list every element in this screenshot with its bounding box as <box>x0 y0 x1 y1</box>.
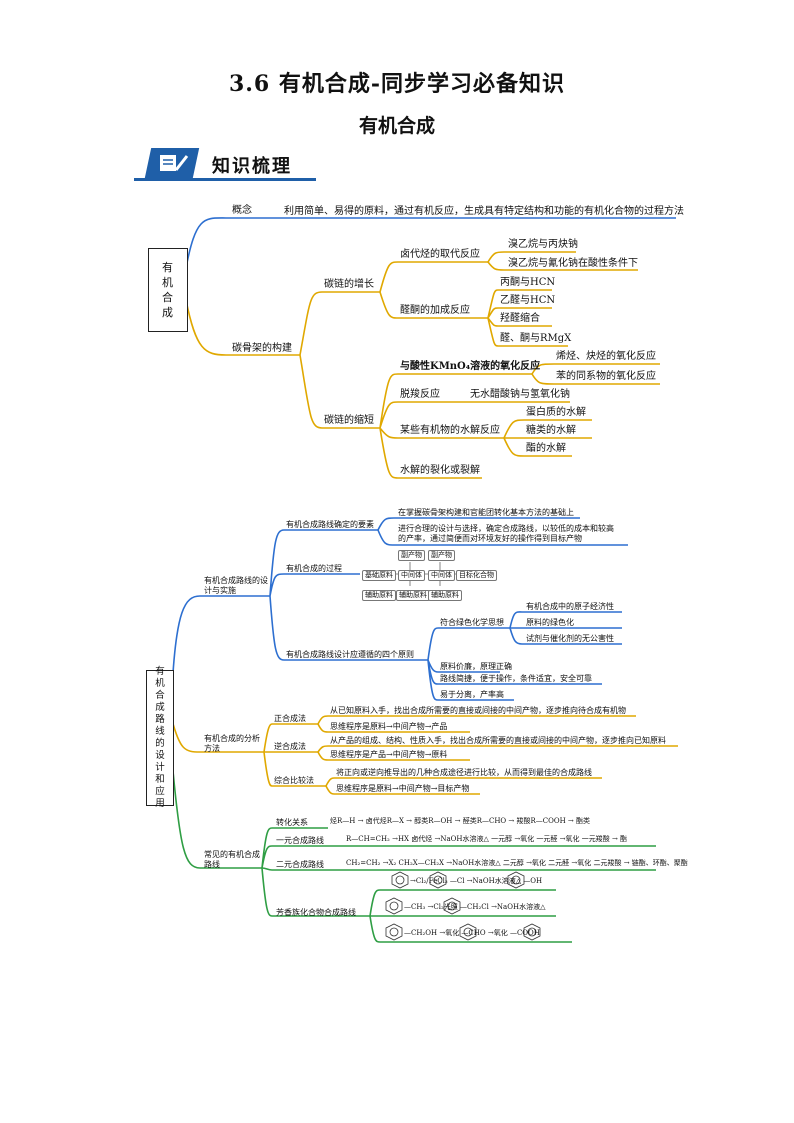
reverse-leaf-2: 思维程序是产品→中间产物→原料 <box>330 750 448 759</box>
benzene-icon <box>385 923 403 941</box>
pencil-icon <box>160 155 189 171</box>
flow-byproduct-2: 副产物 <box>428 550 455 561</box>
decarb-node: 脱羧反应 <box>400 389 440 400</box>
arom-eq-2: —CH₃ →Cl₂光照 —CH₂Cl →NaOH水溶液△ <box>404 903 546 911</box>
forward-leaf-1: 从已知原料入手，找出合成所需要的直接或间接的中间产物，逐步推向待合成有机物 <box>330 706 626 715</box>
routes-node: 常见的有机合成路线 <box>204 850 260 869</box>
benzene-icon <box>391 871 409 889</box>
flow-base: 基础原料 <box>362 570 396 581</box>
flow-mid-1: 中间体 <box>398 570 425 581</box>
reverse-node: 逆合成法 <box>274 742 306 751</box>
analysis-node: 有机合成的分析方法 <box>204 734 260 753</box>
arom-node: 芳香族化合物合成路线 <box>276 908 356 917</box>
map2-root: 有机合成路线的设计和应用 <box>146 666 174 809</box>
arom-eq-1: →Cl₂/FeCl₃ —Cl →NaOH水溶液△ —OH <box>410 877 543 885</box>
ald-leaf-1: 丙酮与HCN <box>500 277 556 288</box>
halo-node: 卤代烃的取代反应 <box>400 249 480 260</box>
section-title: 知识梳理 <box>212 156 292 177</box>
ald-node: 醛酮的加成反应 <box>400 305 470 316</box>
section-divider <box>134 178 316 181</box>
benzene-icon <box>443 897 461 915</box>
flow-mid-2: 中间体 <box>428 570 455 581</box>
green-leaf-3: 试剂与催化剂的无公害性 <box>526 634 614 643</box>
benzene-icon <box>523 923 541 941</box>
design-node: 有机合成路线的设计与实施 <box>204 576 268 595</box>
principle-3: 路线简捷，便于操作，条件适宜，安全可靠 <box>440 674 592 683</box>
crack-node: 水解的裂化或裂解 <box>400 465 480 476</box>
grow-node: 碳链的增长 <box>324 279 374 290</box>
section-banner: 知识梳理 <box>134 148 316 182</box>
hydro-leaf-1: 蛋白质的水解 <box>526 407 586 418</box>
short-node: 碳链的缩短 <box>324 415 374 426</box>
kmno4-node: 与酸性KMnO₄溶液的氧化反应 <box>400 361 541 372</box>
benzene-icon <box>429 871 447 889</box>
page-subtitle: 有机合成 <box>358 115 435 137</box>
green-leaf-1: 有机合成中的原子经济性 <box>526 602 614 611</box>
factors-leaf-2a: 进行合理的设计与选择，确定合成路线，以较低的成本和较高 <box>398 524 614 533</box>
combined-leaf-2: 思维程序是原料→中间产物→目标产物 <box>336 784 470 793</box>
green-node: 符合绿色化学思想 <box>440 618 504 627</box>
factors-node: 有机合成路线确定的要素 <box>286 520 374 529</box>
conv-eq: 烃R—H → 卤代烃R—X → 醇类R—OH → 醛类R—CHO → 羧酸R—C… <box>330 817 590 825</box>
flow-aux-1: 辅助原料 <box>362 590 396 601</box>
forward-node: 正合成法 <box>274 714 306 723</box>
process-node: 有机合成的过程 <box>286 564 342 573</box>
page-title: 3.6 有机合成-同步学习必备知识 <box>228 71 566 97</box>
skeleton-node: 碳骨架的构建 <box>232 343 292 354</box>
map1-root: 有机合成 <box>148 248 188 332</box>
kmno4-leaf-1: 烯烃、炔烃的氧化反应 <box>556 351 656 362</box>
ald-leaf-2: 乙醛与HCN <box>500 295 556 306</box>
hydro-node: 某些有机物的水解反应 <box>400 425 500 436</box>
arom-eq-3: —CH₂OH →氧化 —CHO →氧化 —COOH <box>404 929 540 937</box>
kmno4-leaf-2: 苯的同系物的氧化反应 <box>556 371 656 382</box>
flow-byproduct-1: 副产物 <box>398 550 425 561</box>
ald-leaf-3: 羟醛缩合 <box>500 313 540 324</box>
flow-aux-3: 辅助原料 <box>428 590 462 601</box>
principle-2: 原料价廉，原理正确 <box>440 662 512 671</box>
two-node: 二元合成路线 <box>276 860 324 869</box>
combined-leaf-1: 将正向或逆向推导出的几种合成途径进行比较，从而得到最佳的合成路线 <box>336 768 592 777</box>
halo-leaf-1: 溴乙烷与丙炔钠 <box>508 239 578 250</box>
benzene-icon <box>385 897 403 915</box>
hydro-leaf-2: 糖类的水解 <box>526 425 576 436</box>
concept-text: 利用简单、易得的原料，通过有机反应，生成具有特定结构和功能的有机化合物的过程方法 <box>284 206 684 217</box>
decarb-leaf-1: 无水醋酸钠与氢氧化钠 <box>470 389 570 400</box>
ald-leaf-4: 醛、酮与RMgX <box>500 333 572 344</box>
combined-node: 综合比较法 <box>274 776 314 785</box>
factors-leaf-1: 在掌握碳骨架构建和官能团转化基本方法的基础上 <box>398 508 574 517</box>
flow-target: 目标化合物 <box>456 570 497 581</box>
green-leaf-2: 原料的绿色化 <box>526 618 574 627</box>
one-node: 一元合成路线 <box>276 836 324 845</box>
conv-node: 转化关系 <box>276 818 308 827</box>
two-eq: CH₂=CH₂ →X₂ CH₂X—CH₂X →NaOH水溶液△ 二元醇 →氧化 … <box>346 859 688 867</box>
reverse-leaf-1: 从产品的组成、结构、性质入手，找出合成所需要的直接或间接的中间产物，逐步推向已知… <box>330 736 666 745</box>
one-eq: R—CH=CH₂ →HX 卤代烃 →NaOH水溶液△ 一元醇 →氧化 一元醛 →… <box>346 835 628 843</box>
principles-node: 有机合成路线设计应遵循的四个原则 <box>286 650 414 659</box>
benzene-icon <box>507 871 525 889</box>
concept-label: 概念 <box>232 205 252 216</box>
halo-leaf-2: 溴乙烷与氰化钠在酸性条件下 <box>508 258 638 269</box>
factors-leaf-2b: 的产率，通过简便而对环境友好的操作得到目标产物 <box>398 534 582 543</box>
hydro-leaf-3: 酯的水解 <box>526 443 566 454</box>
forward-leaf-2: 思维程序是原料→中间产物→产品 <box>330 722 448 731</box>
principle-4: 易于分离，产率高 <box>440 690 504 699</box>
benzene-icon <box>459 923 477 941</box>
